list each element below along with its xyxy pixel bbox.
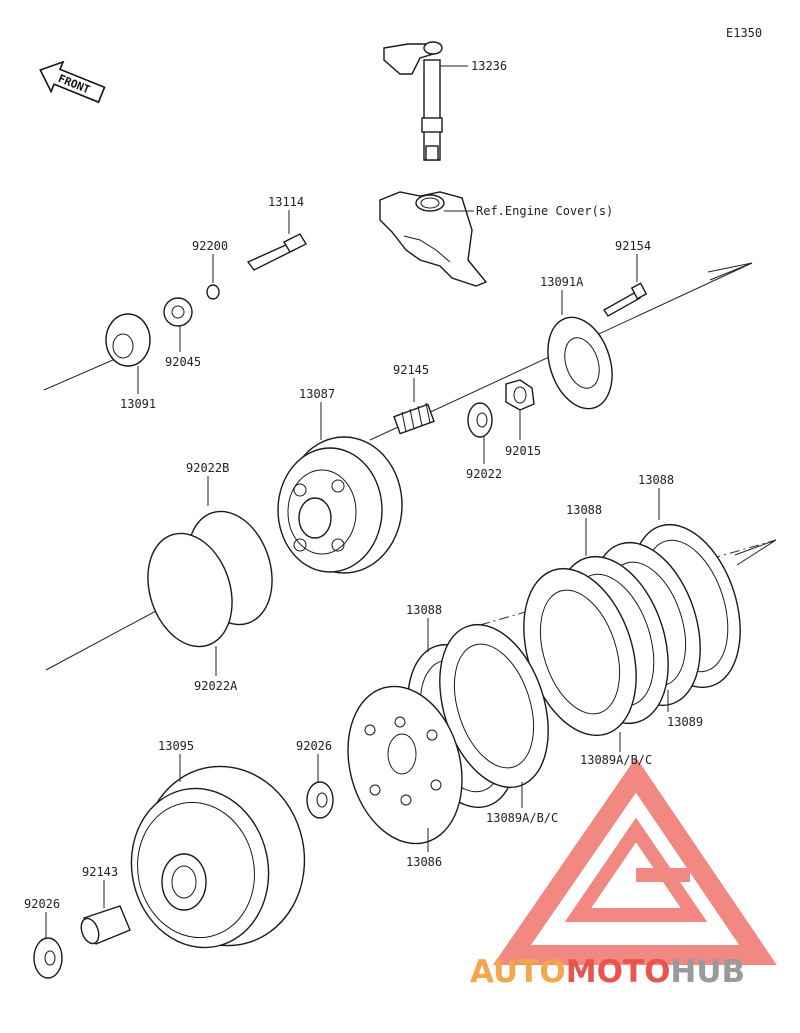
label-13114: 13114 — [268, 195, 304, 209]
engine-cover-reference — [379, 191, 488, 287]
part-13089abc-steel-plate-right — [523, 567, 637, 737]
diagram-code: E1350 — [726, 26, 762, 40]
label-13088-top: 13088 — [638, 473, 674, 487]
label-92154: 92154 — [615, 239, 651, 253]
label-92015: 92015 — [505, 444, 541, 458]
part-13095-clutch-housing — [130, 765, 306, 949]
label-92026-lower: 92026 — [24, 897, 60, 911]
part-92022a-ring — [147, 532, 233, 648]
part-13114-push-rod — [246, 233, 307, 271]
part-92145-spring — [393, 402, 435, 435]
part-92015-nut — [505, 379, 535, 411]
part-92200-washer — [206, 284, 220, 300]
part-92045-bearing — [163, 297, 193, 327]
label-92045: 92045 — [165, 355, 201, 369]
part-92026-washer-lower — [33, 937, 63, 979]
watermark-text: AUTOMOTOHUB — [470, 954, 745, 990]
watermark-hub: HUB — [670, 954, 745, 990]
label-92022A: 92022A — [194, 679, 238, 693]
part-92143-collar — [80, 905, 131, 945]
part-92154-bolt — [602, 282, 648, 317]
label-13091: 13091 — [120, 397, 156, 411]
label-92022B: 92022B — [186, 461, 229, 475]
part-13091-lifter — [105, 313, 151, 367]
part-13089abc-steel-plate-left — [439, 623, 549, 789]
part-92022-washer — [467, 402, 493, 438]
label-13091A: 13091A — [540, 275, 584, 289]
part-13236-push-lever-shaft — [383, 41, 443, 161]
label-13088-left: 13088 — [406, 603, 442, 617]
label-13087: 13087 — [299, 387, 335, 401]
part-92026-washer-upper — [306, 781, 334, 819]
part-13086-pressure-plate — [347, 685, 463, 845]
label-ref-engine-cover: Ref.Engine Cover(s) — [476, 204, 613, 218]
label-13236: 13236 — [471, 59, 507, 73]
watermark-moto: MOTO — [566, 954, 671, 990]
front-arrow-icon: FRONT — [39, 60, 106, 104]
watermark-logo — [492, 757, 777, 965]
label-92026-upper: 92026 — [296, 739, 332, 753]
part-13091a-plate — [547, 316, 613, 410]
label-13089abc-right: 13089A/B/C — [580, 753, 652, 767]
label-13088-mid: 13088 — [566, 503, 602, 517]
label-13095: 13095 — [158, 739, 194, 753]
label-92200: 92200 — [192, 239, 228, 253]
label-92145: 92145 — [393, 363, 429, 377]
label-13086: 13086 — [406, 855, 442, 869]
part-13087-clutch-hub — [277, 436, 403, 574]
label-13089: 13089 — [667, 715, 703, 729]
label-13089abc-left: 13089A/B/C — [486, 811, 558, 825]
label-92022: 92022 — [466, 467, 502, 481]
label-92143: 92143 — [82, 865, 118, 879]
watermark-auto: AUTO — [470, 954, 566, 990]
